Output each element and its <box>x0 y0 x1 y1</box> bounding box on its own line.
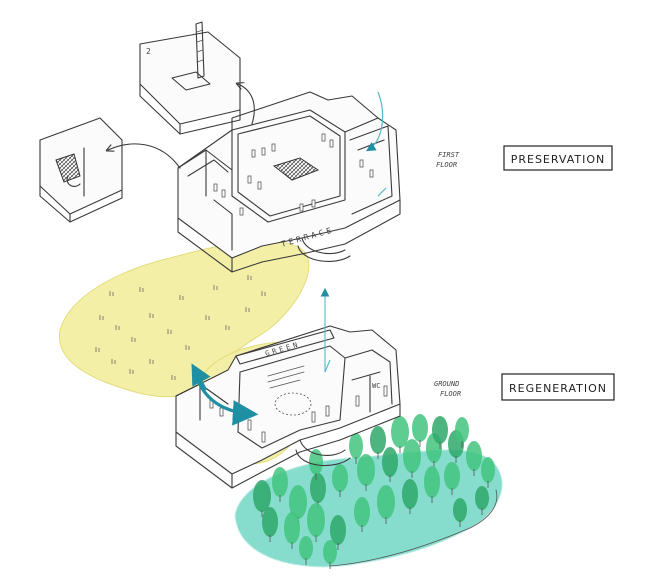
column-mark <box>247 175 252 184</box>
detail-room-2: 2 <box>139 21 241 135</box>
tree <box>284 512 300 544</box>
tree <box>357 454 375 486</box>
column-mark <box>271 143 276 152</box>
tree <box>332 464 348 492</box>
tree <box>424 466 440 498</box>
tree <box>455 417 469 443</box>
svg-text:FIRST: FIRST <box>438 151 460 159</box>
svg-text:FLOOR: FLOOR <box>436 161 457 169</box>
tree <box>432 416 448 444</box>
first-floor-building <box>177 91 401 273</box>
grass-mark <box>139 287 144 292</box>
column-mark <box>239 207 244 216</box>
tree <box>299 536 313 560</box>
svg-text:FLOOR: FLOOR <box>440 390 461 398</box>
trees <box>253 414 495 569</box>
grass-mark <box>129 369 134 374</box>
tree <box>289 485 307 519</box>
grass-mark <box>149 359 154 364</box>
grass-mark <box>109 291 114 296</box>
tree <box>453 498 467 522</box>
tree <box>481 457 495 483</box>
tree <box>323 540 337 564</box>
grass-mark <box>111 359 116 364</box>
detail-room-left <box>39 117 123 223</box>
column-mark <box>221 189 226 198</box>
tree <box>412 414 428 442</box>
tree <box>253 480 271 512</box>
arrow-to-detail-left <box>108 143 181 169</box>
grass-mark <box>179 295 184 300</box>
grass-mark <box>225 325 230 330</box>
tree <box>444 462 460 490</box>
tree <box>330 515 346 545</box>
column-mark <box>311 199 316 208</box>
tree <box>354 497 370 527</box>
column-mark <box>359 159 364 168</box>
column-mark <box>261 431 266 443</box>
grass-mark <box>261 291 266 296</box>
wc-label: WC <box>372 382 380 390</box>
tree <box>402 479 418 509</box>
tree <box>309 449 323 475</box>
column-mark <box>383 385 388 397</box>
regeneration-label: REGENERATION <box>509 382 607 395</box>
tree <box>403 439 421 473</box>
grass-mark <box>149 313 154 318</box>
grass-mark <box>247 275 252 280</box>
column-mark <box>311 411 316 423</box>
column-mark <box>213 183 218 192</box>
preservation-label: PRESERVATION <box>511 153 606 166</box>
hatched-void <box>272 157 320 181</box>
tree <box>262 507 278 537</box>
column-mark <box>257 181 262 190</box>
grass-mark <box>131 337 136 342</box>
column-mark <box>251 149 256 158</box>
tree <box>382 447 398 477</box>
column-mark <box>247 419 252 431</box>
regeneration-label-box: REGENERATION <box>501 373 615 401</box>
tree <box>349 433 363 459</box>
tree <box>307 503 325 537</box>
tree <box>272 467 288 497</box>
column-mark <box>219 407 224 417</box>
tree <box>310 473 326 503</box>
first-floor-label: FIRST FLOOR <box>436 151 460 169</box>
tree <box>370 426 386 454</box>
arrow-to-detail-2 <box>238 84 255 125</box>
grass-mark <box>99 315 104 320</box>
column-mark <box>369 169 374 178</box>
column-mark <box>321 133 326 142</box>
grass-mark <box>171 375 176 380</box>
column-mark <box>325 405 330 417</box>
grass-mark <box>115 325 120 330</box>
first-floor-arrow <box>365 91 384 152</box>
tree <box>377 485 395 519</box>
column-mark <box>261 147 266 156</box>
column-mark <box>355 395 360 407</box>
ground-floor-label: GROUND FLOOR <box>434 380 461 398</box>
grass-mark <box>95 347 100 352</box>
tree <box>466 441 482 471</box>
ground-floor-building <box>175 325 401 489</box>
column-mark <box>329 139 334 148</box>
grass-mark <box>213 285 218 290</box>
column-mark <box>299 203 304 212</box>
detail-number: 2 <box>146 47 151 56</box>
tree <box>391 416 409 448</box>
grass-mark <box>205 315 210 320</box>
grass-mark <box>185 345 190 350</box>
grass-mark <box>167 329 172 334</box>
svg-text:GROUND: GROUND <box>434 380 459 388</box>
tree <box>475 486 489 510</box>
preservation-label-box: PRESERVATION <box>503 145 613 171</box>
grass-mark <box>245 307 250 312</box>
